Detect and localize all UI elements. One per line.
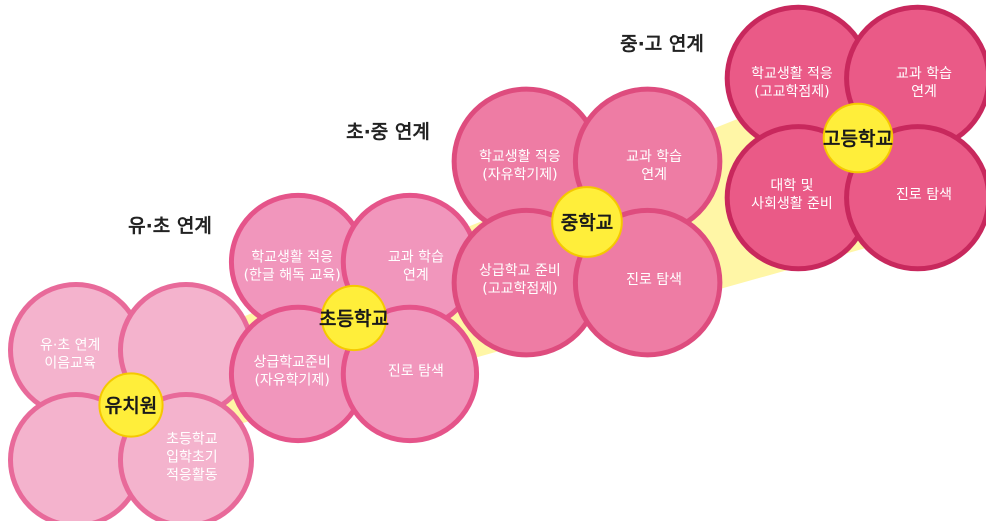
petal-label: 상급학교준비	[253, 354, 330, 370]
transition-label: 유·초 연계	[128, 215, 212, 237]
petal-label: 입학초기	[166, 449, 218, 465]
petal-label: 연계	[403, 268, 429, 284]
petal-label: 이음교육	[44, 356, 96, 372]
petal-label: 교과 학습	[896, 66, 952, 82]
petal-label: 연계	[641, 167, 667, 183]
petal-label: 교과 학습	[626, 149, 682, 165]
flower-center	[822, 102, 894, 174]
petal-label: 교과 학습	[388, 250, 444, 266]
petal-label: 학교생활 적응	[479, 149, 561, 165]
petal-label: 상급학교 준비	[479, 263, 561, 279]
petal-label: 사회생활 준비	[751, 196, 833, 212]
flower-center	[551, 186, 623, 258]
petal-label: 학교생활 적응	[251, 250, 333, 266]
petal-label: 대학 및	[770, 178, 813, 194]
petal-label: (고교학점제)	[754, 84, 829, 100]
petal-label: 진로 탐색	[626, 272, 682, 288]
stage-name: 초등학교	[319, 308, 389, 330]
petal-label: 진로 탐색	[388, 363, 444, 379]
transition-label: 초·중 연계	[346, 121, 430, 143]
stage-name: 고등학교	[823, 128, 893, 150]
stage-name: 중학교	[561, 212, 613, 234]
petal-label: (한글 해독 교육)	[244, 268, 341, 284]
petal-label: 연계	[911, 84, 937, 100]
petal-label: 유·초 연계	[40, 338, 100, 354]
petal-label: (고교학점제)	[482, 281, 557, 297]
petal-label: 학교생활 적응	[751, 66, 833, 82]
petal-label: 적응활동	[166, 467, 218, 483]
flower-center	[320, 284, 388, 352]
petal-label: 초등학교	[166, 431, 218, 447]
stage-name: 유치원	[105, 395, 157, 417]
transition-label: 중·고 연계	[620, 33, 704, 55]
petal-label: (자유학기제)	[482, 167, 557, 183]
petal-label: (자유학기제)	[254, 372, 329, 388]
petal-label: 진로 탐색	[896, 187, 952, 203]
flower-center	[98, 372, 164, 438]
